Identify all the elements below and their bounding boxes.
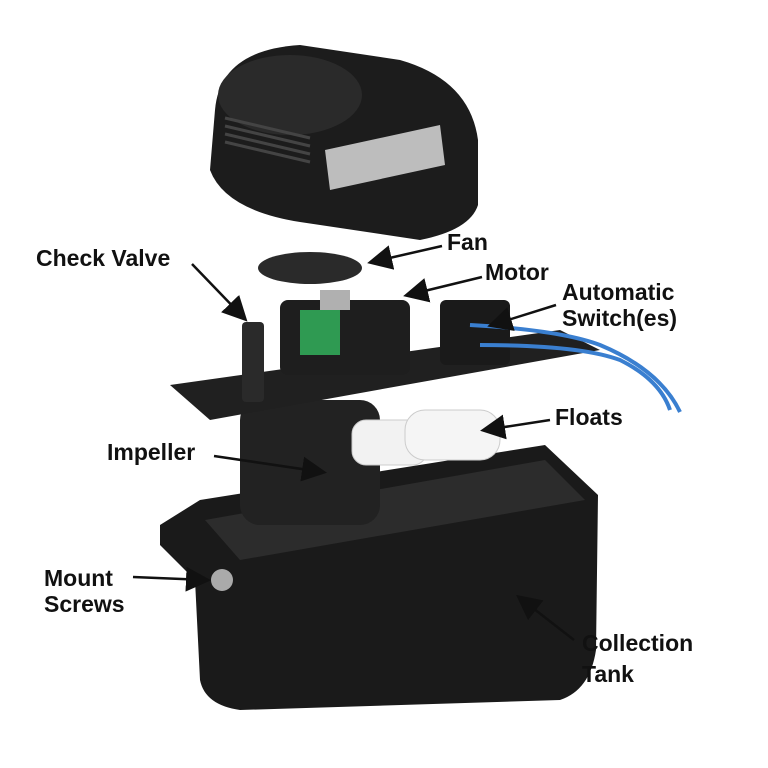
check-valve-arrow (191, 263, 248, 322)
fan (258, 252, 362, 284)
label-automatic-switch-1: Automatic (562, 279, 675, 305)
label-fan: Fan (447, 229, 488, 255)
floats (351, 409, 501, 466)
motor (280, 290, 410, 375)
mount-screw (211, 569, 233, 591)
floats-arrow (480, 414, 551, 440)
impeller-arrow (213, 454, 327, 482)
label-motor: Motor (485, 259, 549, 285)
label-impeller: Impeller (107, 439, 196, 465)
label-collection-tank-1: Collection (582, 630, 694, 656)
label-mount-screws-1: Mount (44, 565, 113, 591)
label-automatic-switch-2: Switch(es) (562, 305, 678, 331)
wire (469, 323, 682, 413)
wire (479, 343, 672, 411)
collection-tank-arrow (516, 594, 575, 641)
motor-arrow (403, 275, 483, 303)
switch-arrow (487, 303, 557, 331)
label-collection-tank-2: Tank (582, 661, 634, 687)
label-mount-screws-2: Screws (44, 591, 125, 617)
fan-arrow (367, 244, 443, 270)
automatic-switch (440, 300, 510, 365)
mount-screws-arrow (132, 566, 211, 592)
label-check-valve: Check Valve (36, 245, 171, 271)
label-floats: Floats (555, 404, 623, 430)
check-valve (242, 322, 264, 402)
pump-cover (210, 45, 478, 240)
